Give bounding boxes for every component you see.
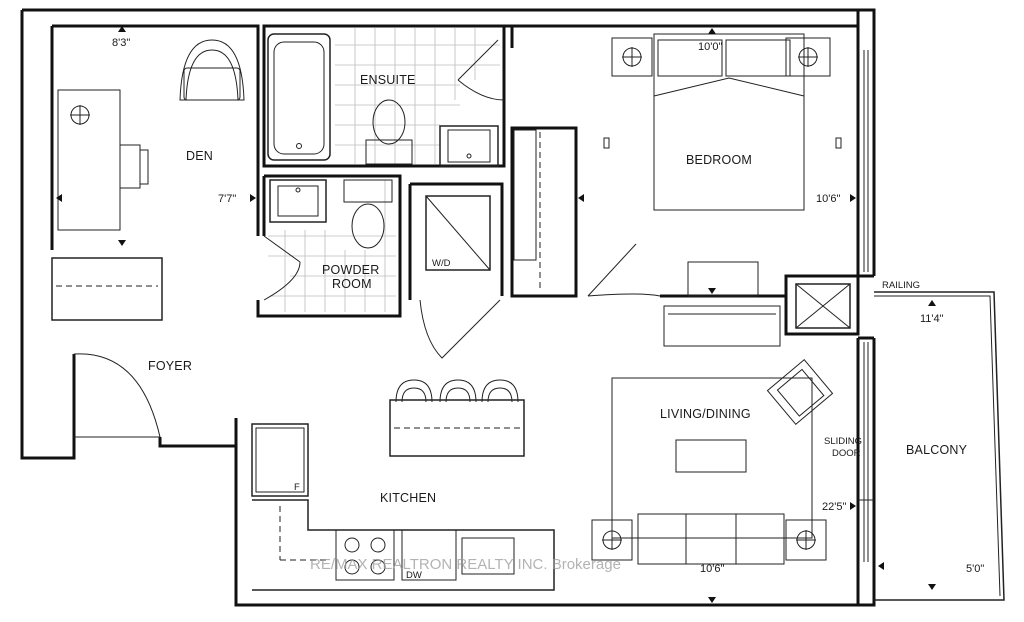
tv-console [663, 305, 781, 347]
den-depth-dimension: 7'7" [218, 193, 236, 205]
powder-vanity [269, 179, 327, 223]
cooktop [335, 529, 395, 581]
side-table-right [785, 519, 827, 561]
right-nightstand [785, 37, 831, 77]
bedroom-width-dimension: 10'0" [698, 41, 722, 53]
ensuite-toilet [372, 99, 406, 145]
living-dining-label: LIVING/DINING [660, 407, 751, 421]
accent-chair [766, 359, 834, 425]
ensuite-walls [262, 24, 506, 168]
sliding-door-label-1: SLIDING [824, 436, 862, 447]
side-table-left [591, 519, 633, 561]
powder-room-label-1: POWDER [322, 263, 379, 277]
left-nightstand [611, 37, 653, 77]
refrigerator [251, 423, 309, 497]
sofa [637, 513, 785, 565]
balcony: RAILING BALCONY 11'4" 5'0" [874, 280, 1005, 601]
balcony-label: BALCONY [906, 443, 968, 457]
fridge-label: F [294, 482, 300, 493]
area-rug [611, 377, 813, 539]
sliding-door-label-2: DOOR [832, 448, 861, 459]
den: DEN 8'3" 7'7" [50, 24, 260, 321]
balcony-length-dimension: 11'4" [920, 313, 944, 325]
powder-toilet [351, 203, 385, 249]
bedroom: BEDROOM 10'0" 10'6" [504, 24, 858, 298]
closet [51, 257, 163, 321]
kitchen: F DW KITCHEN [251, 379, 555, 591]
laundry-closet: W/D [408, 182, 504, 359]
dishwasher-label: DW [406, 570, 422, 581]
stool-3 [481, 379, 519, 403]
powder-toilet-tank [343, 179, 393, 203]
kitchen-island [389, 399, 525, 457]
living-depth-dimension: 22'5" [822, 501, 846, 513]
living-dining: LIVING/DINING SLIDING DOOR 22'5" 10'6" [591, 305, 862, 603]
armchair [179, 39, 245, 101]
den-width-dimension: 8'3" [112, 37, 130, 49]
ensuite-vanity [439, 125, 499, 167]
ensuite-toilet-tank [365, 139, 413, 165]
window-wall [858, 50, 874, 562]
foyer: FOYER [73, 353, 192, 438]
bathtub [267, 33, 331, 161]
powder-room-label-2: ROOM [332, 277, 372, 291]
brokerage-watermark: RE/MAX REALTRON REALTY INC. Brokerage [310, 556, 621, 573]
exterior-walls [20, 8, 876, 607]
dishwasher [401, 529, 457, 581]
powder-room: POWDER ROOM [256, 174, 402, 318]
washer-dryer [425, 195, 491, 271]
living-width-dimension: 10'6" [700, 563, 724, 575]
kitchen-label: KITCHEN [380, 491, 436, 505]
mechanical-shaft [784, 274, 860, 336]
ensuite: ENSUITE [262, 24, 506, 168]
balcony-width-dimension: 5'0" [966, 563, 984, 575]
stool-2 [439, 379, 477, 403]
dresser [687, 261, 759, 297]
desk [57, 89, 121, 231]
desk-chair [120, 144, 141, 189]
coffee-table [675, 439, 747, 473]
den-label: DEN [186, 149, 213, 163]
bedroom-depth-dimension: 10'6" [816, 193, 840, 205]
bed [653, 33, 805, 211]
washer-dryer-label: W/D [432, 258, 451, 269]
stool-1 [395, 379, 433, 403]
ensuite-label: ENSUITE [360, 73, 416, 87]
bedroom-label: BEDROOM [686, 153, 752, 167]
railing-label: RAILING [882, 280, 920, 291]
kitchen-sink [461, 537, 515, 575]
foyer-label: FOYER [148, 359, 192, 373]
